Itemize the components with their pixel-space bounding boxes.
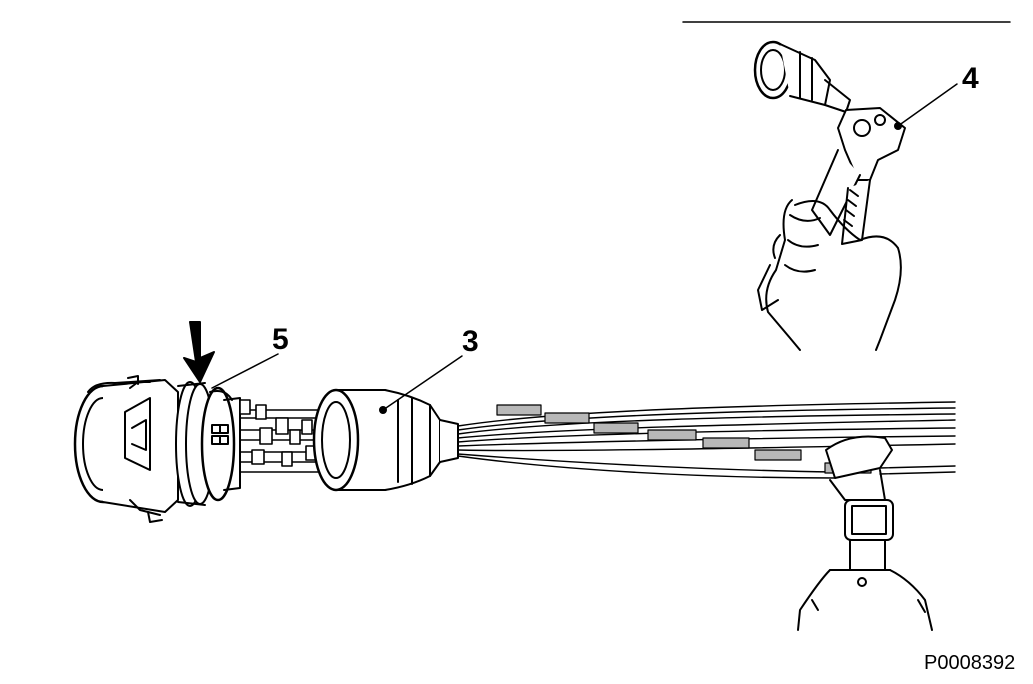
leader-line-5 <box>211 353 279 389</box>
leader-dot-4 <box>894 122 902 130</box>
leader-lines <box>211 83 958 411</box>
callout-3: 3 <box>462 325 479 358</box>
leader-line-4 <box>897 83 958 127</box>
heat-gun-nozzle <box>797 435 933 631</box>
figure-id: P0008392 <box>924 652 1016 674</box>
callout-5: 5 <box>272 323 289 356</box>
connector-housing <box>73 375 241 523</box>
wire-markers <box>496 404 872 474</box>
leader-dot-3 <box>379 406 387 414</box>
leader-line-3 <box>382 355 463 411</box>
push-arrow <box>183 321 215 383</box>
crimping-tool-in-hand <box>753 40 906 351</box>
backshell-boot <box>312 388 459 492</box>
callout-4: 4 <box>962 62 979 95</box>
